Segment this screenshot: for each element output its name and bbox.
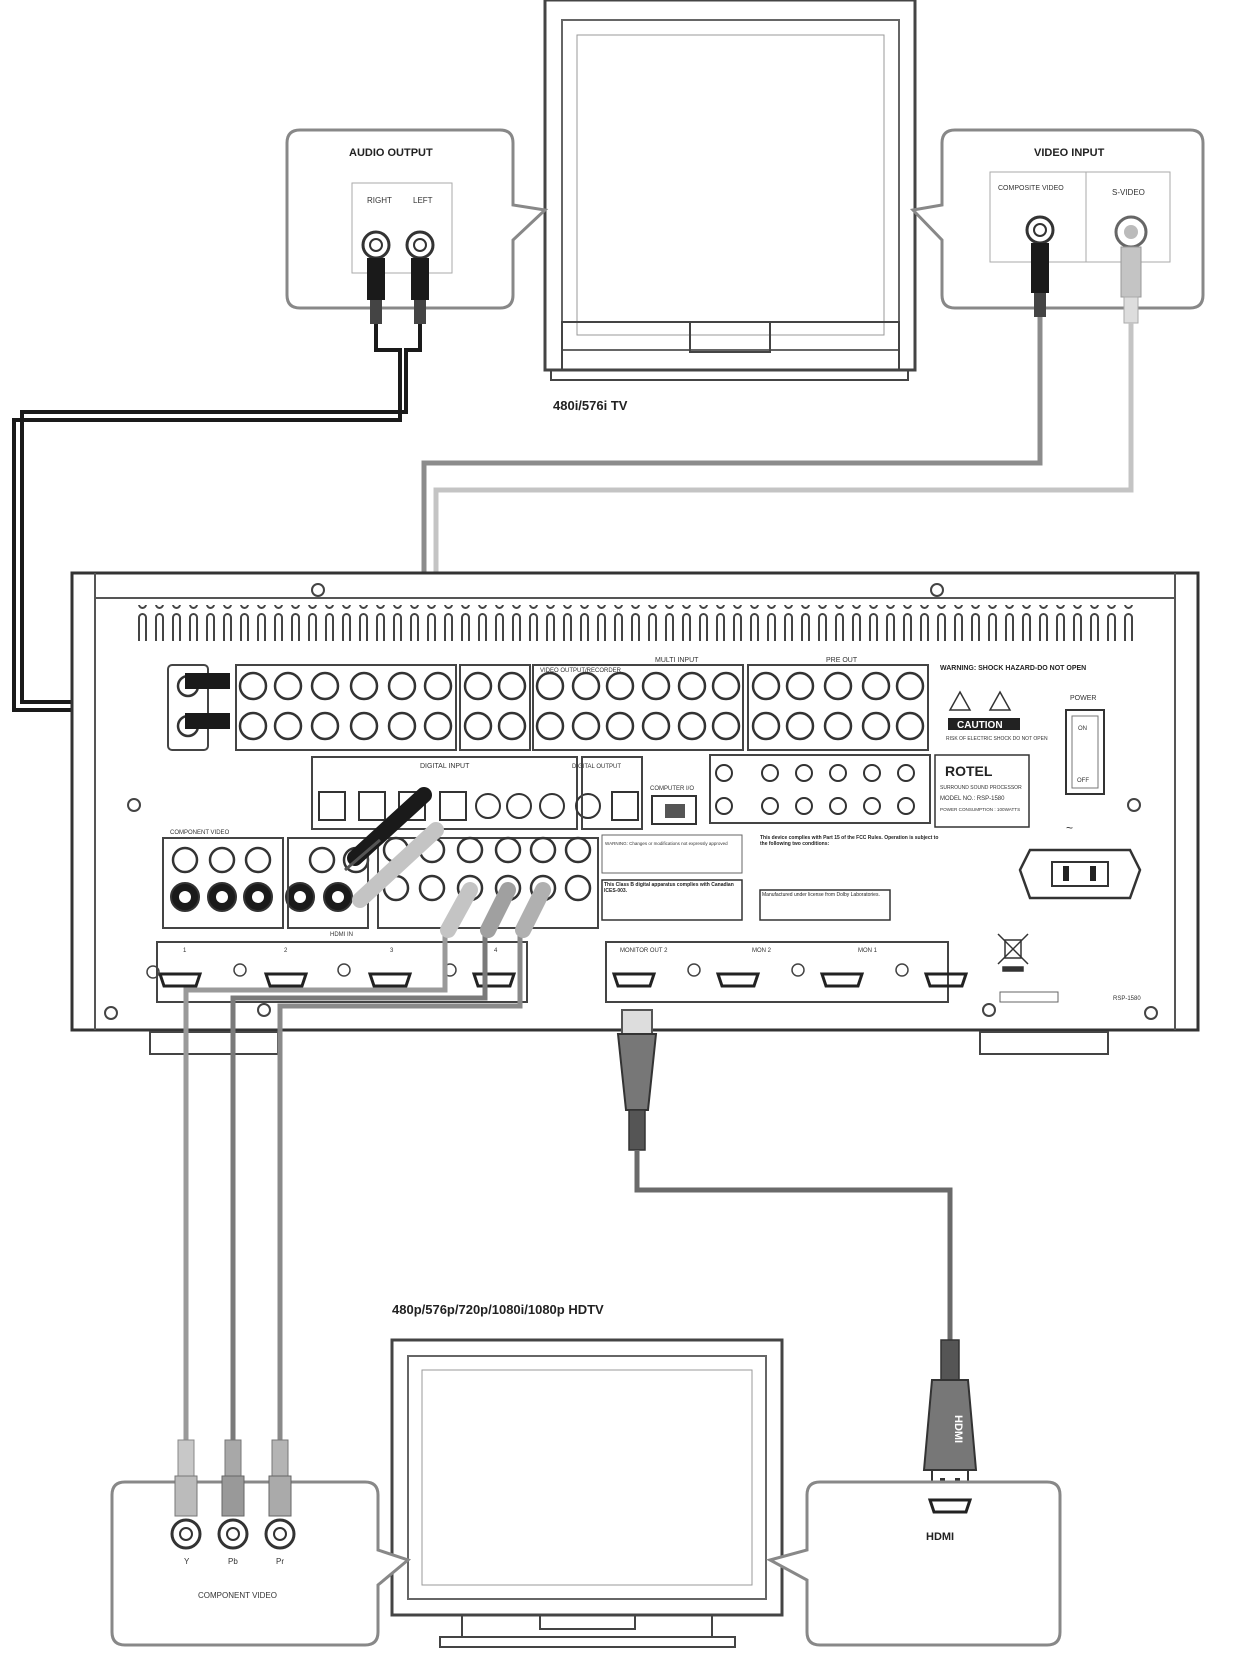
hdmi-out-label-3: MON 1 bbox=[858, 948, 878, 954]
hdmi-out-label-2: MON 2 bbox=[752, 948, 772, 954]
svideo-label: S-VIDEO bbox=[1112, 188, 1145, 197]
hdmi-out-label-1: MONITOR OUT 2 bbox=[620, 948, 668, 954]
hd-tv-stand bbox=[461, 1614, 713, 1638]
digital-output-label: DIGITAL OUTPUT bbox=[572, 764, 621, 770]
component-pb-label: Pb bbox=[228, 1557, 238, 1566]
video-output-label: VIDEO OUTPUT/RECORDER bbox=[540, 668, 622, 674]
hdmi-in-2-label: 2 bbox=[284, 948, 288, 954]
component-video-panel bbox=[110, 1480, 412, 1647]
chassis-screws bbox=[104, 583, 1158, 1020]
power-off-label: OFF bbox=[1077, 778, 1089, 784]
hd-tv-frame bbox=[390, 1338, 784, 1617]
power-label: POWER bbox=[1070, 695, 1096, 702]
hdmi-in-4-label: 4 bbox=[494, 948, 498, 954]
hdmi-in-1-label: 1 bbox=[183, 948, 187, 954]
weee-bin-icon bbox=[997, 933, 1029, 972]
svideo-composite-plugs bbox=[344, 787, 444, 908]
hdmi-plug-bottom bbox=[922, 1379, 978, 1471]
caution-text: CAUTION bbox=[957, 720, 1003, 731]
fcc-notice-box bbox=[601, 834, 743, 874]
sd-tv-screen bbox=[561, 19, 900, 351]
warning-text: WARNING: SHOCK HAZARD-DO NOT OPEN bbox=[940, 665, 1086, 672]
dolby-notice-box bbox=[759, 889, 891, 921]
component-y-jack bbox=[170, 1518, 202, 1550]
audio-right-plug bbox=[367, 258, 385, 300]
hd-tv-screen bbox=[407, 1355, 767, 1600]
sd-tv: 480i/576i TV bbox=[543, 0, 917, 413]
hdmi-in-block bbox=[156, 941, 528, 1003]
svg-text:WARNING: Changes or modificati: WARNING: Changes or modifications not ex… bbox=[605, 841, 728, 846]
hdmi-callout: HDMI bbox=[765, 1480, 1062, 1647]
rotel-model: MODEL NO.: RSP-1580 bbox=[940, 796, 1005, 802]
hdmi-input-panel bbox=[765, 1480, 1062, 1647]
composite-label: COMPOSITE VIDEO bbox=[998, 185, 1064, 192]
sd-tv-stand bbox=[689, 321, 771, 353]
audio-right-label: RIGHT bbox=[367, 196, 392, 205]
rotel-product: SURROUND SOUND PROCESSOR bbox=[940, 785, 1022, 791]
component-pr-label: Pr bbox=[276, 1557, 284, 1566]
video-jack-plate bbox=[989, 171, 1171, 263]
rotel-label-plate bbox=[934, 754, 1030, 828]
audio-jack-plate bbox=[351, 182, 453, 274]
audio-left-label: LEFT bbox=[413, 196, 433, 205]
hd-tv: 480p/576p/720p/1080i/1080p HDTV bbox=[390, 1302, 784, 1648]
sd-tv-frame bbox=[543, 0, 917, 372]
audio-output-callout: AUDIO OUTPUT RIGHT LEFT bbox=[285, 128, 549, 324]
component-video-callout: Y Pb Pr COMPONENT VIDEO bbox=[110, 1439, 412, 1647]
component-pb-jack bbox=[217, 1518, 249, 1550]
sd-tv-caption: 480i/576i TV bbox=[553, 398, 628, 413]
receiver: MULTI INPUT PRE OUT VIDEO OUTPUT/RECORDE… bbox=[70, 571, 1200, 1055]
hdmi-input-title: HDMI bbox=[926, 1531, 954, 1543]
caution-badge bbox=[948, 718, 1020, 730]
receiver-foot-left bbox=[149, 1031, 279, 1055]
ac-inlet bbox=[1018, 848, 1142, 900]
canada-notice-box bbox=[601, 879, 743, 921]
power-switch bbox=[1065, 709, 1105, 795]
component-cables bbox=[183, 882, 551, 1440]
svg-text:~: ~ bbox=[1066, 821, 1073, 835]
model-tag: RSP-1580 bbox=[1113, 996, 1141, 1002]
component-pr-jack bbox=[264, 1518, 296, 1550]
pre-out-label: PRE OUT bbox=[826, 657, 858, 664]
audio-output-title: AUDIO OUTPUT bbox=[349, 147, 433, 159]
computer-io-label: COMPUTER I/O bbox=[650, 786, 694, 792]
sd-tv-screen-inner bbox=[576, 34, 885, 336]
receiver-chassis bbox=[70, 571, 1200, 1032]
power-on-label: ON bbox=[1078, 726, 1087, 732]
component-y-label: Y bbox=[184, 1557, 190, 1566]
hdmi-cable: HDMI bbox=[616, 1009, 978, 1495]
hdmi-input-port bbox=[927, 1498, 973, 1514]
sd-tv-base bbox=[561, 321, 900, 371]
canada-notice-text: This Class B digital apparatus complies … bbox=[604, 882, 734, 894]
hdmi-plug-text: HDMI bbox=[952, 1415, 964, 1443]
sd-tv-foot bbox=[550, 369, 909, 381]
component-video-label: COMPONENT VIDEO bbox=[170, 830, 230, 836]
receiver-foot-right bbox=[979, 1031, 1109, 1055]
fcc-text: This device complies with Part 15 of the… bbox=[760, 835, 939, 847]
hdmi-in-label: HDMI IN bbox=[330, 932, 353, 938]
dolby-notice-text: Manufactured under license from Dolby La… bbox=[762, 892, 880, 898]
computer-io-port bbox=[651, 795, 697, 825]
hd-tv-foot bbox=[439, 1636, 736, 1648]
video-input-title: VIDEO INPUT bbox=[1034, 147, 1105, 159]
audio-left-plug bbox=[411, 258, 429, 300]
rotel-brand: ROTEL bbox=[945, 763, 993, 779]
component-video-title: COMPONENT VIDEO bbox=[198, 1591, 277, 1600]
receiver-vents bbox=[138, 605, 1138, 641]
hd-tv-caption: 480p/576p/720p/1080i/1080p HDTV bbox=[392, 1302, 604, 1317]
video-input-callout: VIDEO INPUT COMPOSITE VIDEO S-VIDEO bbox=[909, 128, 1205, 324]
hdmi-out-block bbox=[605, 941, 949, 1003]
hdmi-in-3-label: 3 bbox=[390, 948, 394, 954]
component-plugs bbox=[174, 1439, 292, 1517]
digital-input-label: DIGITAL INPUT bbox=[420, 763, 470, 770]
composite-plug bbox=[1031, 243, 1049, 293]
svideo-plug bbox=[1120, 246, 1142, 298]
rotel-power: POWER CONSUMPTION : 100WATTS bbox=[940, 807, 1020, 812]
hdmi-plug-top bbox=[616, 1033, 658, 1111]
caution-subtext: RISK OF ELECTRIC SHOCK DO NOT OPEN bbox=[946, 736, 1048, 742]
multi-input-label: MULTI INPUT bbox=[655, 657, 699, 664]
